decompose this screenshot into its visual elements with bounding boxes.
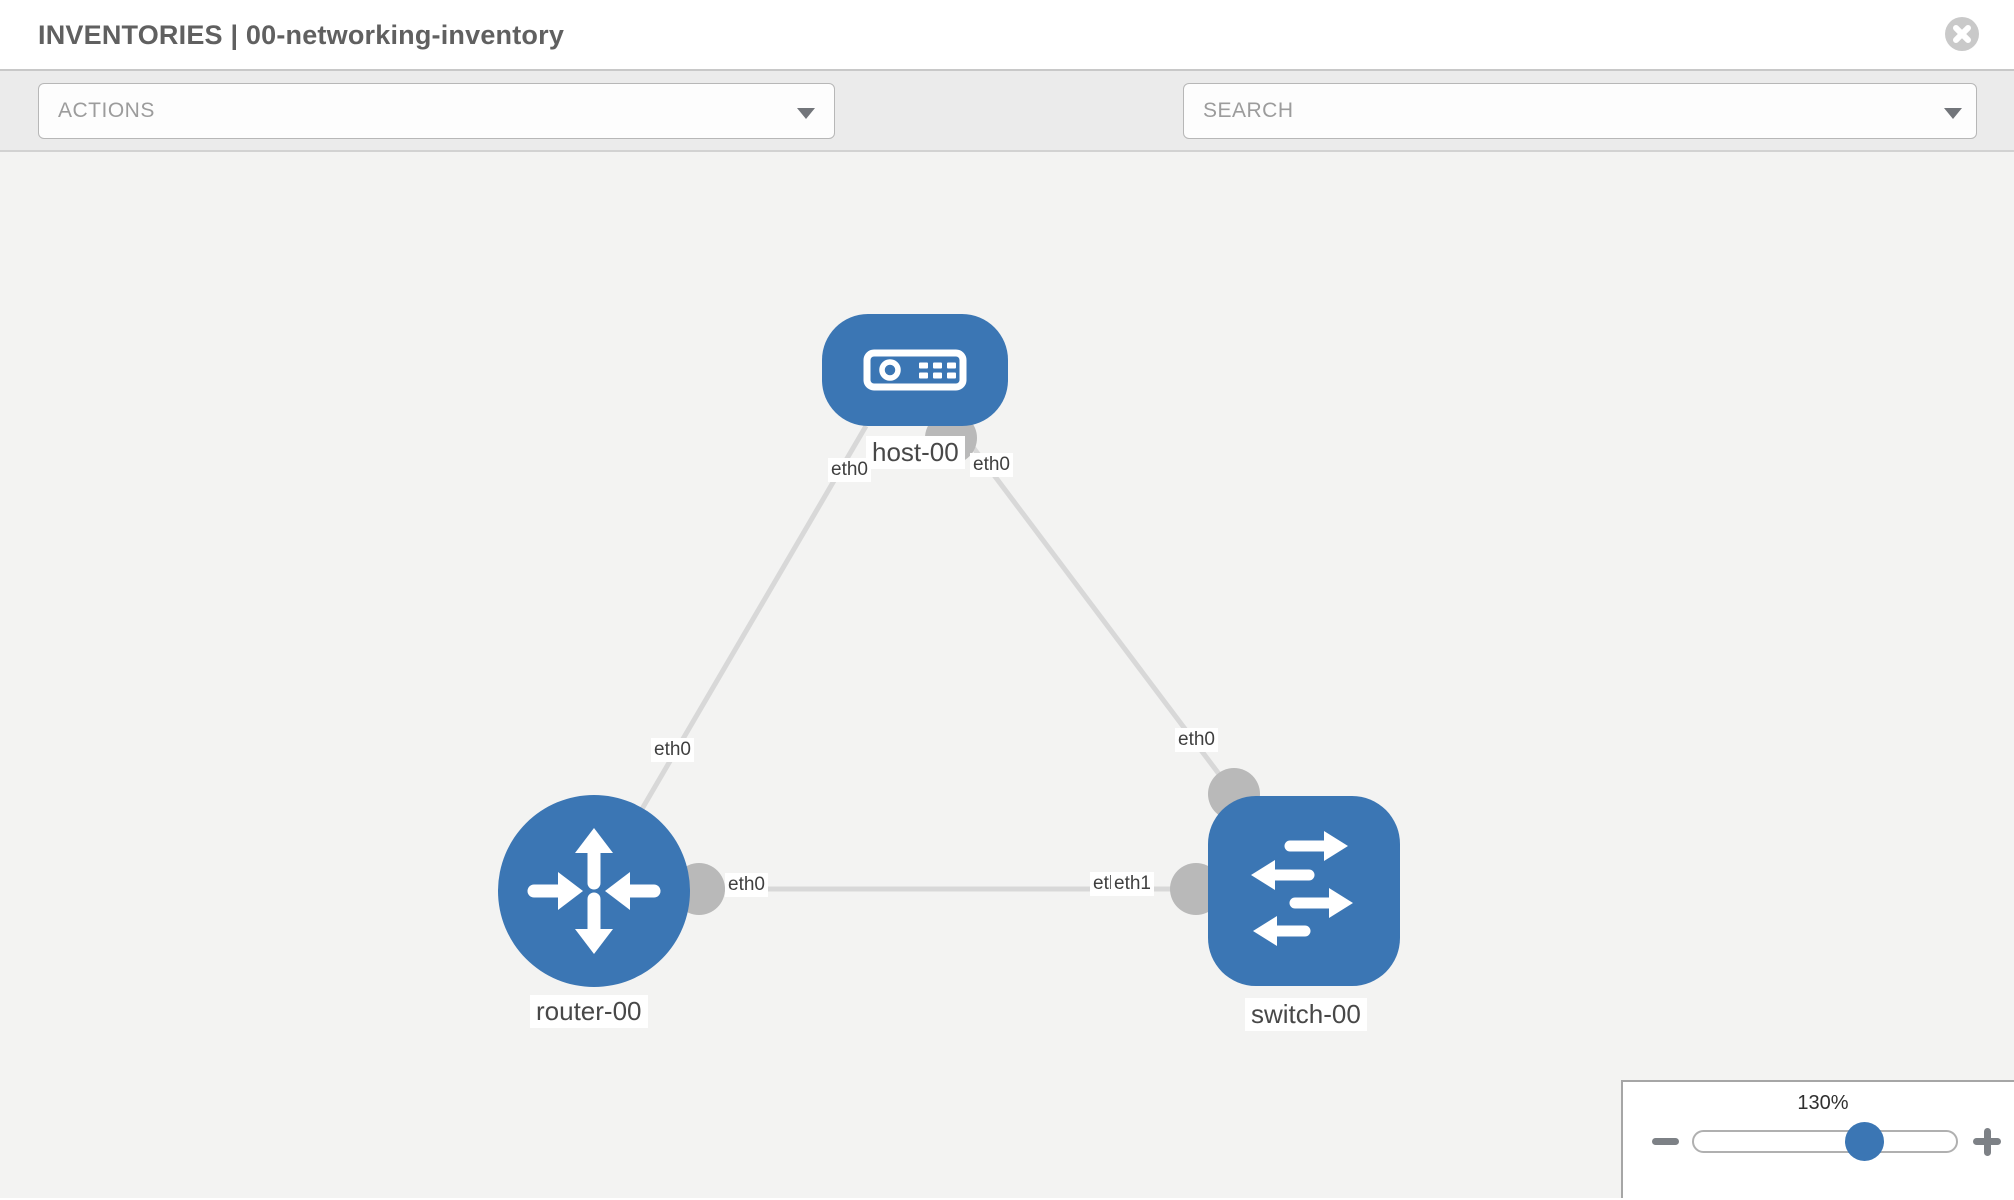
node-label-router: router-00 [530,995,648,1028]
iface-label-switch-eth1-to-router: eth1 [1111,872,1154,896]
plus-icon [1983,1128,1991,1156]
caret-down-icon [797,108,815,119]
node-router-00[interactable] [498,795,690,987]
close-button[interactable] [1945,17,1979,51]
search-dropdown-label: SEARCH [1203,99,1294,122]
actions-dropdown-label: ACTIONS [58,99,155,122]
zoom-control-panel: 130% [1621,1080,2014,1198]
node-label-switch: switch-00 [1245,998,1367,1031]
panel-header: INVENTORIES | 00-networking-inventory [0,0,2014,71]
actions-dropdown[interactable]: ACTIONS [38,83,835,139]
switch-arrows-icon [1251,831,1353,946]
iface-label-host-eth0-to-switch: eth0 [970,453,1013,477]
zoom-out-button[interactable] [1652,1138,1679,1145]
node-host-00[interactable] [822,314,1008,426]
topology-canvas[interactable]: host-00 router-00 switch-00 eth0 eth0 et… [0,152,2014,1198]
caret-down-icon [1944,108,1962,119]
zoom-level-value: 130% [1797,1092,1849,1114]
zoom-in-button[interactable] [1967,1124,2007,1160]
server-icon [863,349,967,391]
zoom-slider-handle[interactable] [1845,1122,1884,1161]
zoom-slider-track[interactable] [1692,1130,1958,1153]
iface-label-router-eth0-to-switch: eth0 [725,873,768,897]
iface-label-router-eth0-to-host: eth0 [651,738,694,762]
toolbar: ACTIONS SEARCH [0,71,2014,207]
page-title: INVENTORIES | 00-networking-inventory [38,20,565,50]
iface-label-switch-eth0-to-host: eth0 [1175,728,1218,752]
router-arrows-icon [527,828,661,954]
close-icon [1953,25,1971,43]
search-dropdown[interactable]: SEARCH [1183,83,1977,139]
topology-links-layer [591,412,1260,915]
iface-label-host-eth0-to-router: eth0 [828,458,871,482]
node-label-host: host-00 [866,436,965,469]
node-switch-00[interactable] [1208,796,1400,986]
